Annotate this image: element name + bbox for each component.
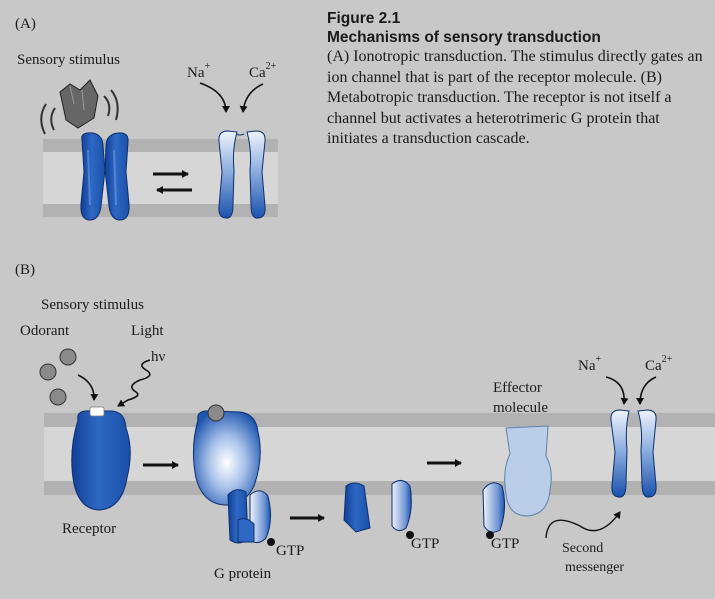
second-messenger-arrow (545, 511, 621, 539)
closed-channel-a (80, 132, 130, 221)
equilibrium-arrows (153, 170, 192, 194)
figure-caption: Figure 2.1 Mechanisms of sensory transdu… (327, 9, 709, 150)
light-wave-arrow (117, 359, 151, 407)
panel-b-label: (B) (15, 262, 35, 278)
panel-b-photon-label: hν (151, 349, 166, 365)
figure-caption-body: (A) Ionotropic transduction. The stimulu… (327, 48, 703, 147)
activated-receptor (192, 404, 261, 506)
membrane-a (43, 139, 278, 217)
panel-b-stimulus-label: Sensory stimulus (41, 297, 144, 313)
panel-a-label: (A) (15, 16, 36, 32)
effector-molecule (482, 425, 552, 539)
panel-b-ca-ion: Ca2+ (645, 354, 673, 374)
dissociated-g-protein (343, 480, 414, 539)
effector-label-line1: Effector (493, 380, 542, 396)
open-channel-b (610, 409, 657, 498)
ion-arrows-a (199, 82, 264, 113)
g-protein-label: G protein (214, 566, 272, 582)
effector-label-line2: molecule (493, 400, 548, 416)
figure-title: Mechanisms of sensory transduction (327, 29, 601, 46)
gtp-label-1: GTP (276, 543, 305, 559)
gtp-label-3: GTP (491, 536, 520, 552)
ion-arrows-b (605, 376, 657, 405)
odorant-label: Odorant (20, 323, 70, 339)
panel-a-na-ion: Na+ (187, 61, 211, 81)
mechanical-stimulus-icon (40, 79, 119, 135)
open-channel-a (218, 130, 266, 219)
second-messenger-label-line1: Second (562, 541, 604, 556)
g-protein-trimer (227, 489, 275, 546)
panel-a-stimulus-label: Sensory stimulus (17, 52, 120, 68)
panel-a-ca-ion: Ca2+ (249, 61, 277, 81)
panel-b-na-ion: Na+ (578, 354, 602, 374)
receptor-protein (71, 406, 131, 511)
gtp-label-2: GTP (411, 536, 440, 552)
figure-number: Figure 2.1 (327, 10, 401, 27)
second-messenger-label-line2: messenger (565, 560, 625, 575)
odorant-molecules (39, 348, 99, 406)
receptor-label: Receptor (62, 521, 117, 537)
light-label: Light (131, 323, 164, 339)
